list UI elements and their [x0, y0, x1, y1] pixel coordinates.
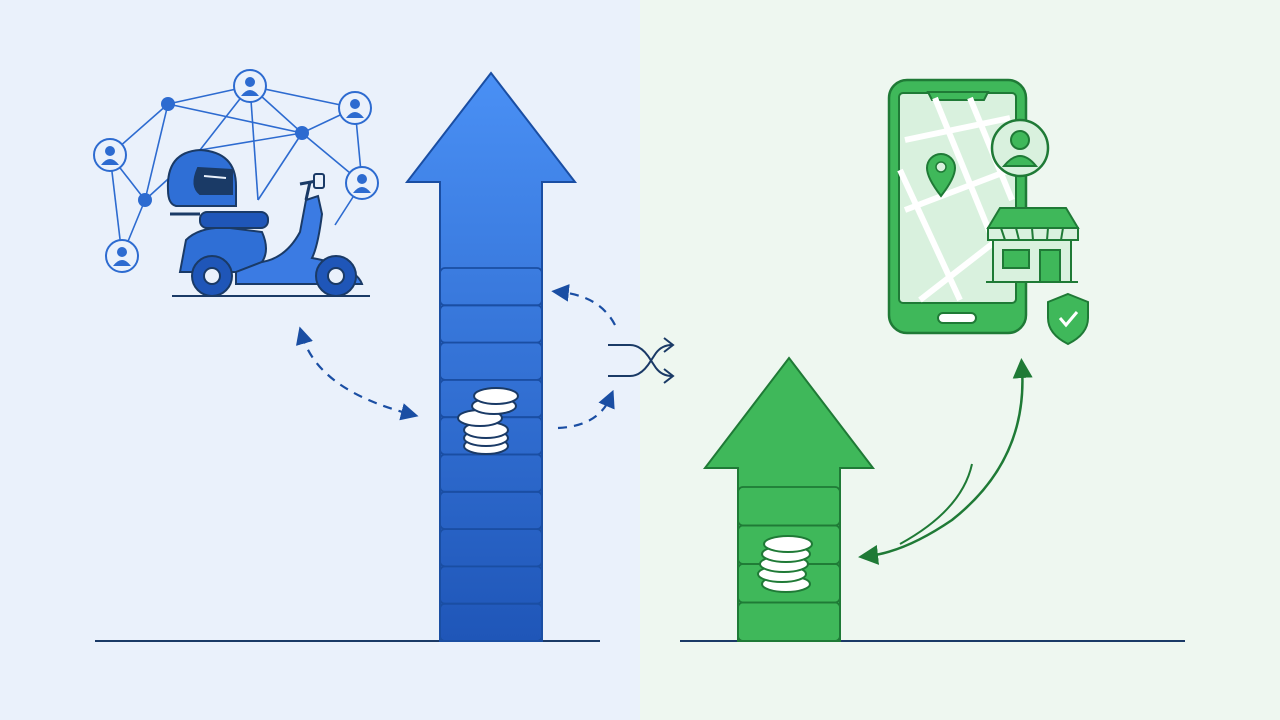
- dashed-bidirectional-arrow: [296, 326, 419, 421]
- shuffle-icon: [608, 337, 675, 384]
- dashed-return-arrow-top: [551, 284, 616, 326]
- arrow-segment: [439, 602, 543, 642]
- user-icon: [990, 118, 1050, 178]
- left-panel-background: [0, 0, 640, 720]
- network-nodes: [138, 97, 309, 207]
- scooter-icon: [170, 173, 370, 297]
- curved-bidirectional-arrow: [858, 358, 1033, 565]
- map-pin-icon: [925, 153, 957, 198]
- user-icon: [233, 69, 267, 103]
- user-icon: [338, 91, 372, 125]
- coin-stack-icon: [757, 535, 813, 593]
- smartphone-icon: [887, 78, 1028, 335]
- user-icon: [105, 239, 139, 273]
- user-icon: [345, 166, 379, 200]
- coin-stack-icon: [457, 387, 519, 455]
- storefront-icon: [986, 207, 1080, 283]
- map-roads: [897, 96, 1015, 303]
- shield-check-icon: [1047, 292, 1089, 346]
- user-icon-group: [93, 69, 379, 273]
- dashed-return-arrow-bottom: [557, 389, 615, 430]
- arrow-segment: [737, 601, 841, 642]
- user-icon: [93, 138, 127, 172]
- curved-arrow-secondary: [899, 463, 973, 545]
- helmet-icon: [166, 148, 237, 207]
